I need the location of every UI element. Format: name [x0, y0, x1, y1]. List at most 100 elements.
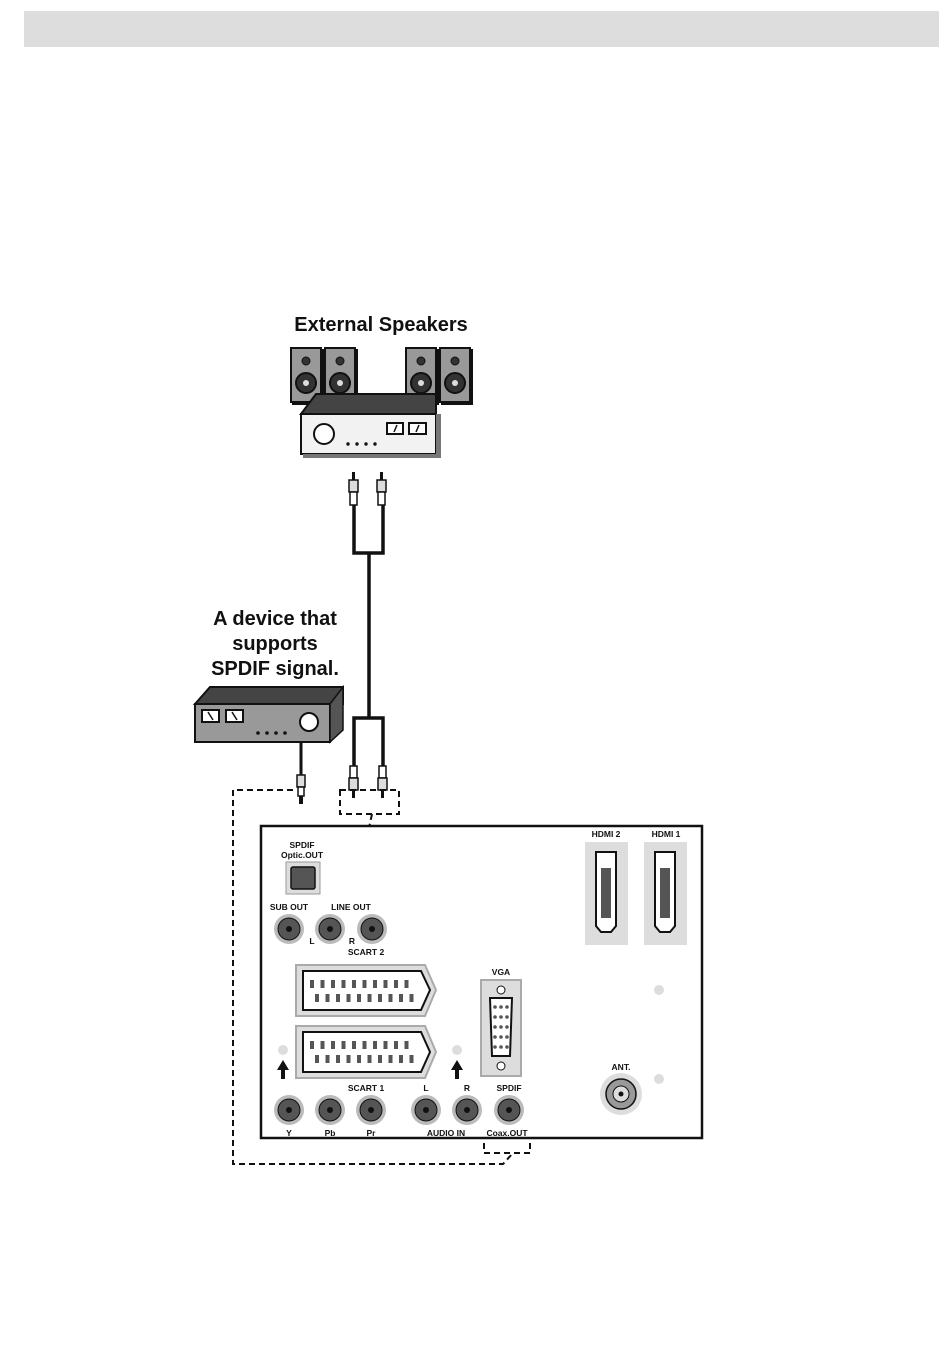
connector-pin — [331, 980, 335, 988]
connector-pin — [342, 980, 346, 988]
vga-pin — [505, 1045, 509, 1049]
vga-pin — [493, 1005, 497, 1009]
hdmi2-port[interactable] — [585, 842, 628, 945]
connector-pin — [342, 1041, 346, 1049]
connector-pin — [315, 994, 319, 1002]
device-title-line-1: A device that — [213, 608, 337, 630]
spdif-optic-label-1: SPDIF — [289, 840, 314, 850]
scart2-label: SCART 2 — [348, 947, 385, 957]
line-out-label: LINE OUT — [331, 902, 371, 912]
y-label: Y — [286, 1128, 292, 1138]
connector-pin — [410, 994, 414, 1002]
rca-plug-bottom-right — [378, 766, 387, 798]
connector-pin — [310, 980, 314, 988]
connector-pin — [399, 994, 403, 1002]
spdif-coax-jack[interactable] — [494, 1095, 524, 1125]
audio-in-r-label: R — [464, 1083, 470, 1093]
spdif-device-icon — [195, 687, 343, 742]
connector-pin — [378, 1055, 382, 1063]
vga-pin — [499, 1025, 503, 1029]
connector-pin — [321, 980, 325, 988]
vga-pin — [505, 1025, 509, 1029]
connector-pin — [347, 1055, 351, 1063]
rca-plug-top-right — [377, 472, 386, 505]
connector-pin — [315, 1055, 319, 1063]
device-title-line-3: SPDIF signal. — [211, 658, 339, 680]
spdif-coax-label: SPDIF — [496, 1083, 521, 1093]
vga-port[interactable] — [481, 980, 521, 1076]
device-title-line-2: supports — [232, 633, 318, 655]
spdif-optic-port[interactable] — [286, 862, 320, 894]
vga-pin — [493, 1025, 497, 1029]
connector-pin — [321, 1041, 325, 1049]
ant-label: ANT. — [612, 1062, 631, 1072]
indicator-dot-right — [452, 1045, 462, 1055]
connector-pin — [389, 994, 393, 1002]
connector-pin — [405, 980, 409, 988]
connector-pin — [352, 1041, 356, 1049]
line-out-right-jack[interactable] — [357, 914, 387, 944]
connector-pin — [326, 1055, 330, 1063]
amplifier-icon — [301, 394, 441, 458]
connector-pin — [326, 994, 330, 1002]
scart2-port[interactable] — [296, 965, 436, 1016]
connector-pin — [373, 1041, 377, 1049]
connector-pin — [384, 1041, 388, 1049]
connector-pin — [352, 980, 356, 988]
indicator-dot-left — [278, 1045, 288, 1055]
line-out-left-jack[interactable] — [315, 914, 345, 944]
vga-label: VGA — [492, 967, 510, 977]
device-title: A device that supports SPDIF signal. — [211, 608, 339, 680]
y-jack[interactable] — [274, 1095, 304, 1125]
connector-pin — [389, 1055, 393, 1063]
connector-pin — [378, 994, 382, 1002]
pr-jack[interactable] — [356, 1095, 386, 1125]
vga-pin — [499, 1015, 503, 1019]
antenna-port[interactable] — [600, 1073, 642, 1115]
hdmi1-label: HDMI 1 — [652, 829, 681, 839]
rca-plug-bottom-left — [349, 766, 358, 798]
scart1-port[interactable] — [296, 1026, 436, 1078]
connector-pin — [394, 1041, 398, 1049]
connector-pin — [394, 980, 398, 988]
connector-pin — [368, 994, 372, 1002]
vga-pin — [505, 1015, 509, 1019]
rca-plug-top-left — [349, 472, 358, 505]
vga-pin — [505, 1035, 509, 1039]
connector-pin — [331, 1041, 335, 1049]
audio-in-left-jack[interactable] — [411, 1095, 441, 1125]
connector-pin — [310, 1041, 314, 1049]
audio-in-right-jack[interactable] — [452, 1095, 482, 1125]
vga-pin — [499, 1035, 503, 1039]
indicator-dot-upper — [654, 985, 664, 995]
connector-pin — [410, 1055, 414, 1063]
rca-cable — [354, 505, 383, 766]
connector-pin — [363, 980, 367, 988]
connector-pin — [399, 1055, 403, 1063]
vga-pin — [505, 1005, 509, 1009]
speakers-title: External Speakers — [294, 314, 467, 336]
hdmi1-port[interactable] — [644, 842, 687, 945]
pr-label: Pr — [367, 1128, 377, 1138]
indicator-dot-lower — [654, 1074, 664, 1084]
spdif-device-cable — [297, 742, 305, 804]
sub-out-jack[interactable] — [274, 914, 304, 944]
sub-out-label: SUB OUT — [270, 902, 309, 912]
line-out-r-label: R — [349, 936, 355, 946]
pb-jack[interactable] — [315, 1095, 345, 1125]
spdif-optic-label-2: Optic.OUT — [281, 850, 324, 860]
coax-out-label: Coax.OUT — [486, 1128, 528, 1138]
speaker-right-2 — [440, 348, 472, 404]
vga-pin — [493, 1015, 497, 1019]
connector-pin — [368, 1055, 372, 1063]
connector-pin — [405, 1041, 409, 1049]
hdmi2-label: HDMI 2 — [592, 829, 621, 839]
connector-pin — [363, 1041, 367, 1049]
scart1-label: SCART 1 — [348, 1083, 385, 1093]
connector-pin — [357, 994, 361, 1002]
connector-pin — [357, 1055, 361, 1063]
audio-in-label: AUDIO IN — [427, 1128, 465, 1138]
vga-pin — [493, 1045, 497, 1049]
connector-pin — [384, 980, 388, 988]
